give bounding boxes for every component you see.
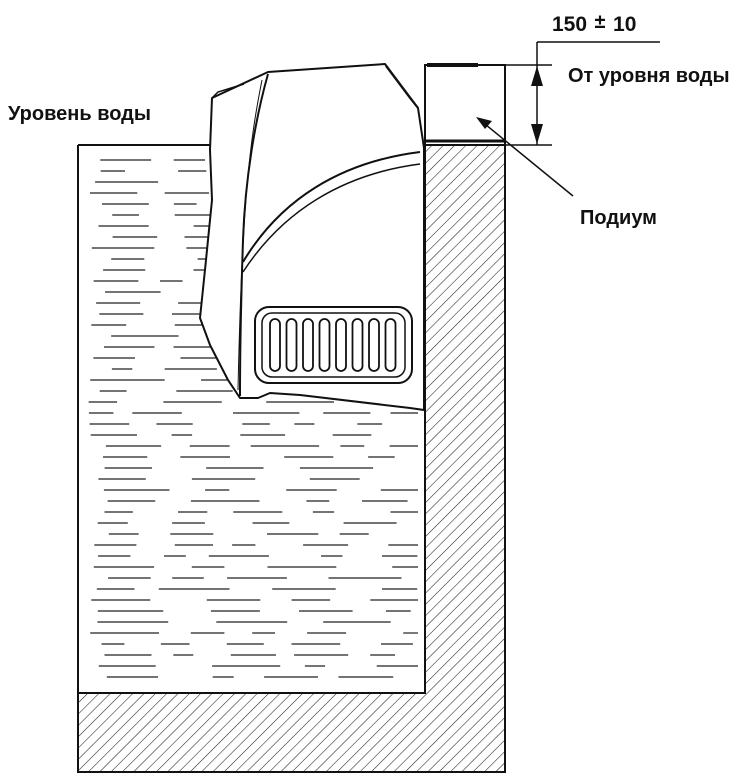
dimension-label: 150 ±10 bbox=[552, 11, 637, 36]
grille-slot bbox=[318, 318, 331, 372]
dimension-tolerance: 10 bbox=[613, 13, 637, 36]
grille-slot bbox=[285, 318, 298, 372]
skimmer-grille bbox=[254, 306, 413, 384]
from-water-level-label: От уровня воды bbox=[568, 65, 730, 87]
dimension-150 bbox=[505, 41, 660, 146]
dimension-arrow-up bbox=[531, 66, 543, 86]
grille-slot bbox=[368, 318, 380, 372]
dimension-arrow-down bbox=[531, 124, 543, 144]
water-level-label: Уровень воды bbox=[8, 103, 151, 125]
dimension-value: 150 bbox=[552, 13, 588, 36]
grille-slot bbox=[302, 318, 314, 372]
grille-slot bbox=[335, 318, 347, 372]
pool-wall bbox=[77, 144, 506, 773]
grille-slot bbox=[384, 318, 397, 372]
grille-slot bbox=[351, 318, 364, 372]
podium-block bbox=[424, 63, 506, 146]
grille-slot bbox=[269, 318, 281, 372]
dimension-tolerance-sign: ± bbox=[594, 11, 606, 33]
podium-label: Подиум bbox=[580, 207, 657, 229]
water-body bbox=[88, 159, 418, 678]
podium-leader bbox=[476, 117, 574, 197]
